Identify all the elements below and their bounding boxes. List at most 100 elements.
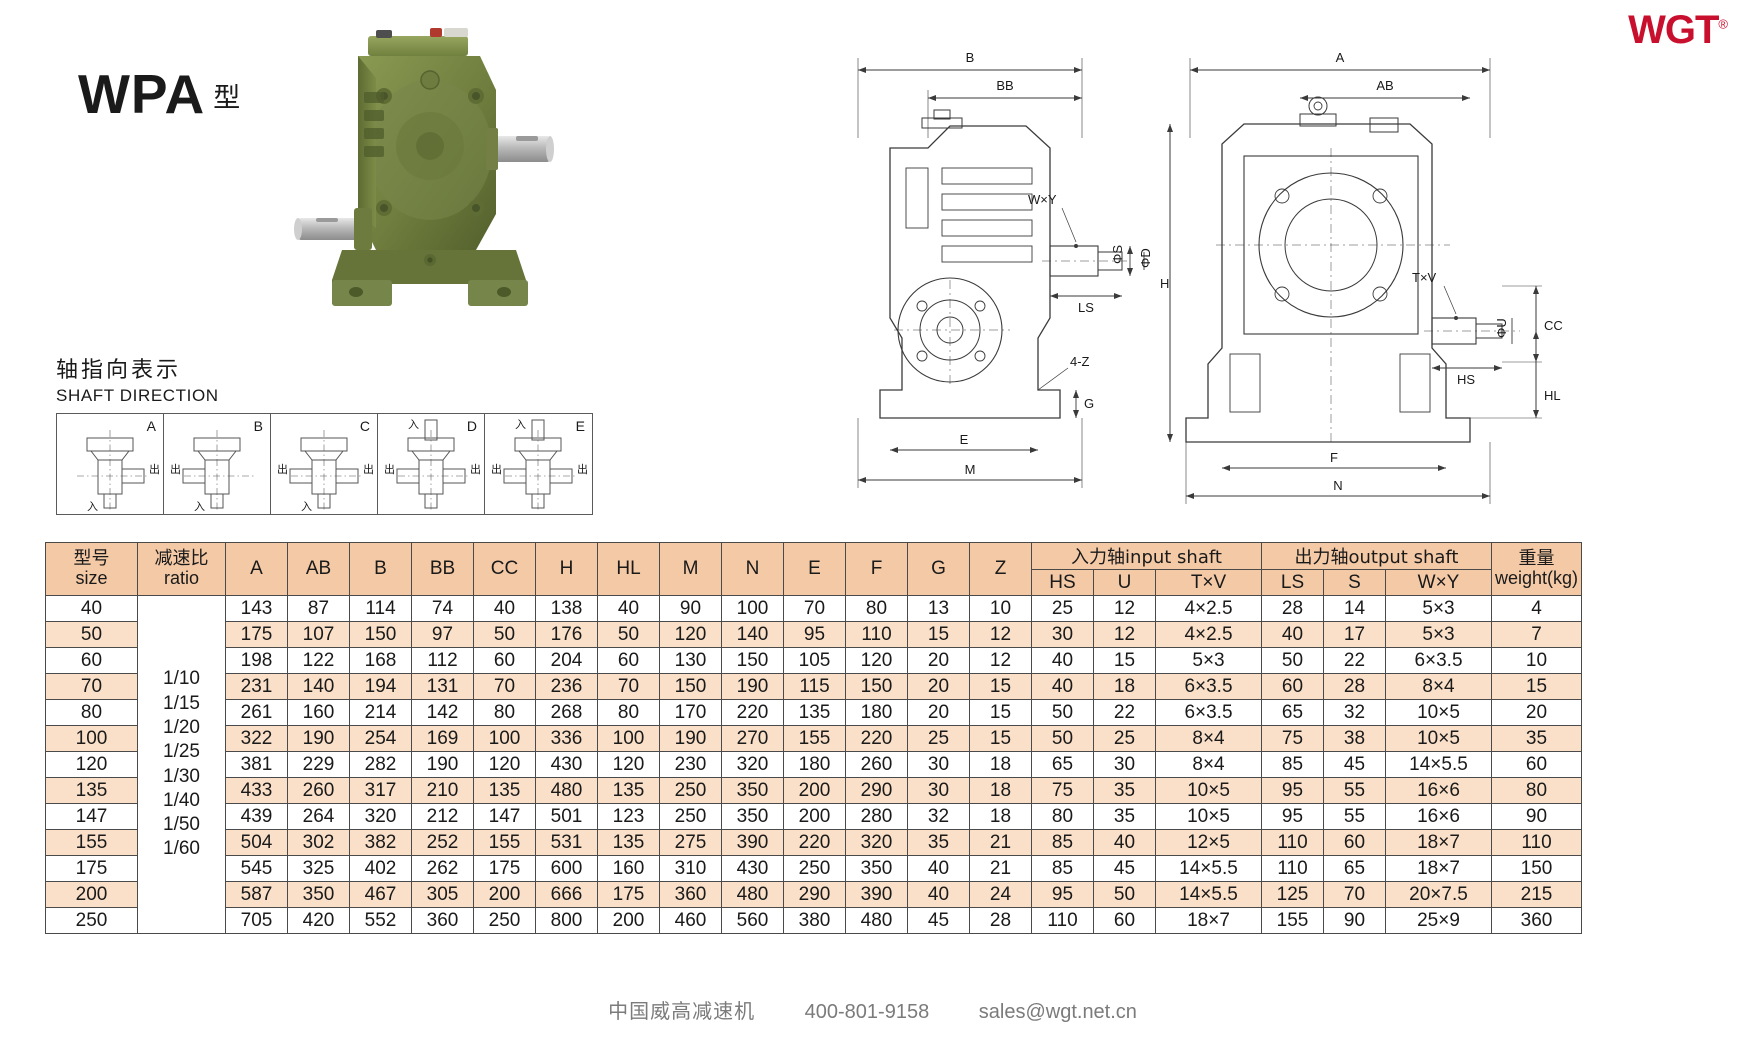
cell-E: 220 <box>783 829 846 856</box>
cell-F: 180 <box>845 699 908 726</box>
cell-H: 800 <box>535 907 598 934</box>
cell-B: 382 <box>349 829 412 856</box>
cell-E: 290 <box>783 881 846 908</box>
cell-A: 433 <box>225 777 288 804</box>
cell-CC: 80 <box>473 699 536 726</box>
cell-U: 25 <box>1093 725 1156 752</box>
svg-text:F: F <box>1330 450 1338 465</box>
cell-size: 250 <box>45 907 138 934</box>
cell-B: 254 <box>349 725 412 752</box>
cell-G: 32 <box>907 803 970 830</box>
svg-text:W×Y: W×Y <box>1028 192 1057 207</box>
svg-text:A: A <box>1336 50 1345 65</box>
cell-LS: 95 <box>1261 803 1324 830</box>
cell-S: 65 <box>1323 855 1386 882</box>
cell-M: 360 <box>659 881 722 908</box>
cell-H: 268 <box>535 699 598 726</box>
cell-A: 261 <box>225 699 288 726</box>
cell-U: 45 <box>1093 855 1156 882</box>
svg-text:出: 出 <box>149 462 160 476</box>
cell-B: 282 <box>349 751 412 778</box>
cell-E: 70 <box>783 595 846 622</box>
svg-text:出: 出 <box>491 462 502 476</box>
cell-TV: 14×5.5 <box>1155 881 1262 908</box>
cell-B: 402 <box>349 855 412 882</box>
col-M: M <box>659 542 722 596</box>
cell-E: 155 <box>783 725 846 752</box>
svg-text:ΦU: ΦU <box>1494 318 1509 338</box>
cell-S: 60 <box>1323 829 1386 856</box>
cell-F: 390 <box>845 881 908 908</box>
cell-size: 200 <box>45 881 138 908</box>
input-shaft-group-label: 入力轴input shaft <box>1071 547 1222 568</box>
cell-HL: 175 <box>597 881 660 908</box>
cell-N: 190 <box>721 673 784 700</box>
cell-M: 90 <box>659 595 722 622</box>
svg-text:B: B <box>966 50 975 65</box>
cell-F: 110 <box>845 621 908 648</box>
cell-G: 45 <box>907 907 970 934</box>
cell-N: 320 <box>721 751 784 778</box>
cell-TV: 18×7 <box>1155 907 1262 934</box>
cell-Z: 28 <box>969 907 1032 934</box>
cell-weight: 60 <box>1491 751 1582 778</box>
cell-size: 175 <box>45 855 138 882</box>
svg-text:E: E <box>960 432 969 447</box>
svg-text:BB: BB <box>996 78 1013 93</box>
wgt-logo: WGT® <box>1628 8 1728 53</box>
cell-LS: 60 <box>1261 673 1324 700</box>
cell-S: 32 <box>1323 699 1386 726</box>
cell-HL: 50 <box>597 621 660 648</box>
cell-weight: 35 <box>1491 725 1582 752</box>
cell-CC: 147 <box>473 803 536 830</box>
cell-BB: 262 <box>411 855 474 882</box>
cell-BB: 360 <box>411 907 474 934</box>
cell-LS: 65 <box>1261 699 1324 726</box>
side-view: A AB <box>1160 50 1563 504</box>
cell-AB: 229 <box>287 751 350 778</box>
cell-N: 270 <box>721 725 784 752</box>
cell-H: 336 <box>535 725 598 752</box>
cell-H: 138 <box>535 595 598 622</box>
cell-size: 100 <box>45 725 138 752</box>
svg-text:出: 出 <box>384 462 395 476</box>
cell-Z: 10 <box>969 595 1032 622</box>
engineering-drawings: B BB <box>830 18 1735 523</box>
cell-E: 105 <box>783 647 846 674</box>
col-WY: W×Y <box>1385 569 1492 596</box>
cell-HS: 65 <box>1031 751 1094 778</box>
cell-B: 214 <box>349 699 412 726</box>
cell-TV: 12×5 <box>1155 829 1262 856</box>
cell-E: 200 <box>783 803 846 830</box>
col-weight: 重量 weight(kg) <box>1491 542 1582 596</box>
col-size: 型号 size <box>45 542 138 596</box>
col-weight-en: weight(kg) <box>1494 568 1579 588</box>
cell-M: 230 <box>659 751 722 778</box>
cell-weight: 215 <box>1491 881 1582 908</box>
svg-text:H: H <box>1160 276 1169 291</box>
model-name: WPA <box>78 63 206 125</box>
cell-S: 38 <box>1323 725 1386 752</box>
cell-AB: 302 <box>287 829 350 856</box>
cell-LS: 40 <box>1261 621 1324 648</box>
cell-H: 531 <box>535 829 598 856</box>
col-U: U <box>1093 569 1156 596</box>
cell-S: 45 <box>1323 751 1386 778</box>
cell-Z: 12 <box>969 647 1032 674</box>
cell-A: 439 <box>225 803 288 830</box>
cell-CC: 135 <box>473 777 536 804</box>
col-weight-cn: 重量 <box>1518 548 1555 570</box>
svg-text:ΦS: ΦS <box>1110 245 1125 264</box>
cell-B: 114 <box>349 595 412 622</box>
cell-HL: 100 <box>597 725 660 752</box>
col-AB: AB <box>287 542 350 596</box>
cell-B: 320 <box>349 803 412 830</box>
cell-AB: 122 <box>287 647 350 674</box>
cell-N: 390 <box>721 829 784 856</box>
svg-text:入: 入 <box>87 500 98 513</box>
